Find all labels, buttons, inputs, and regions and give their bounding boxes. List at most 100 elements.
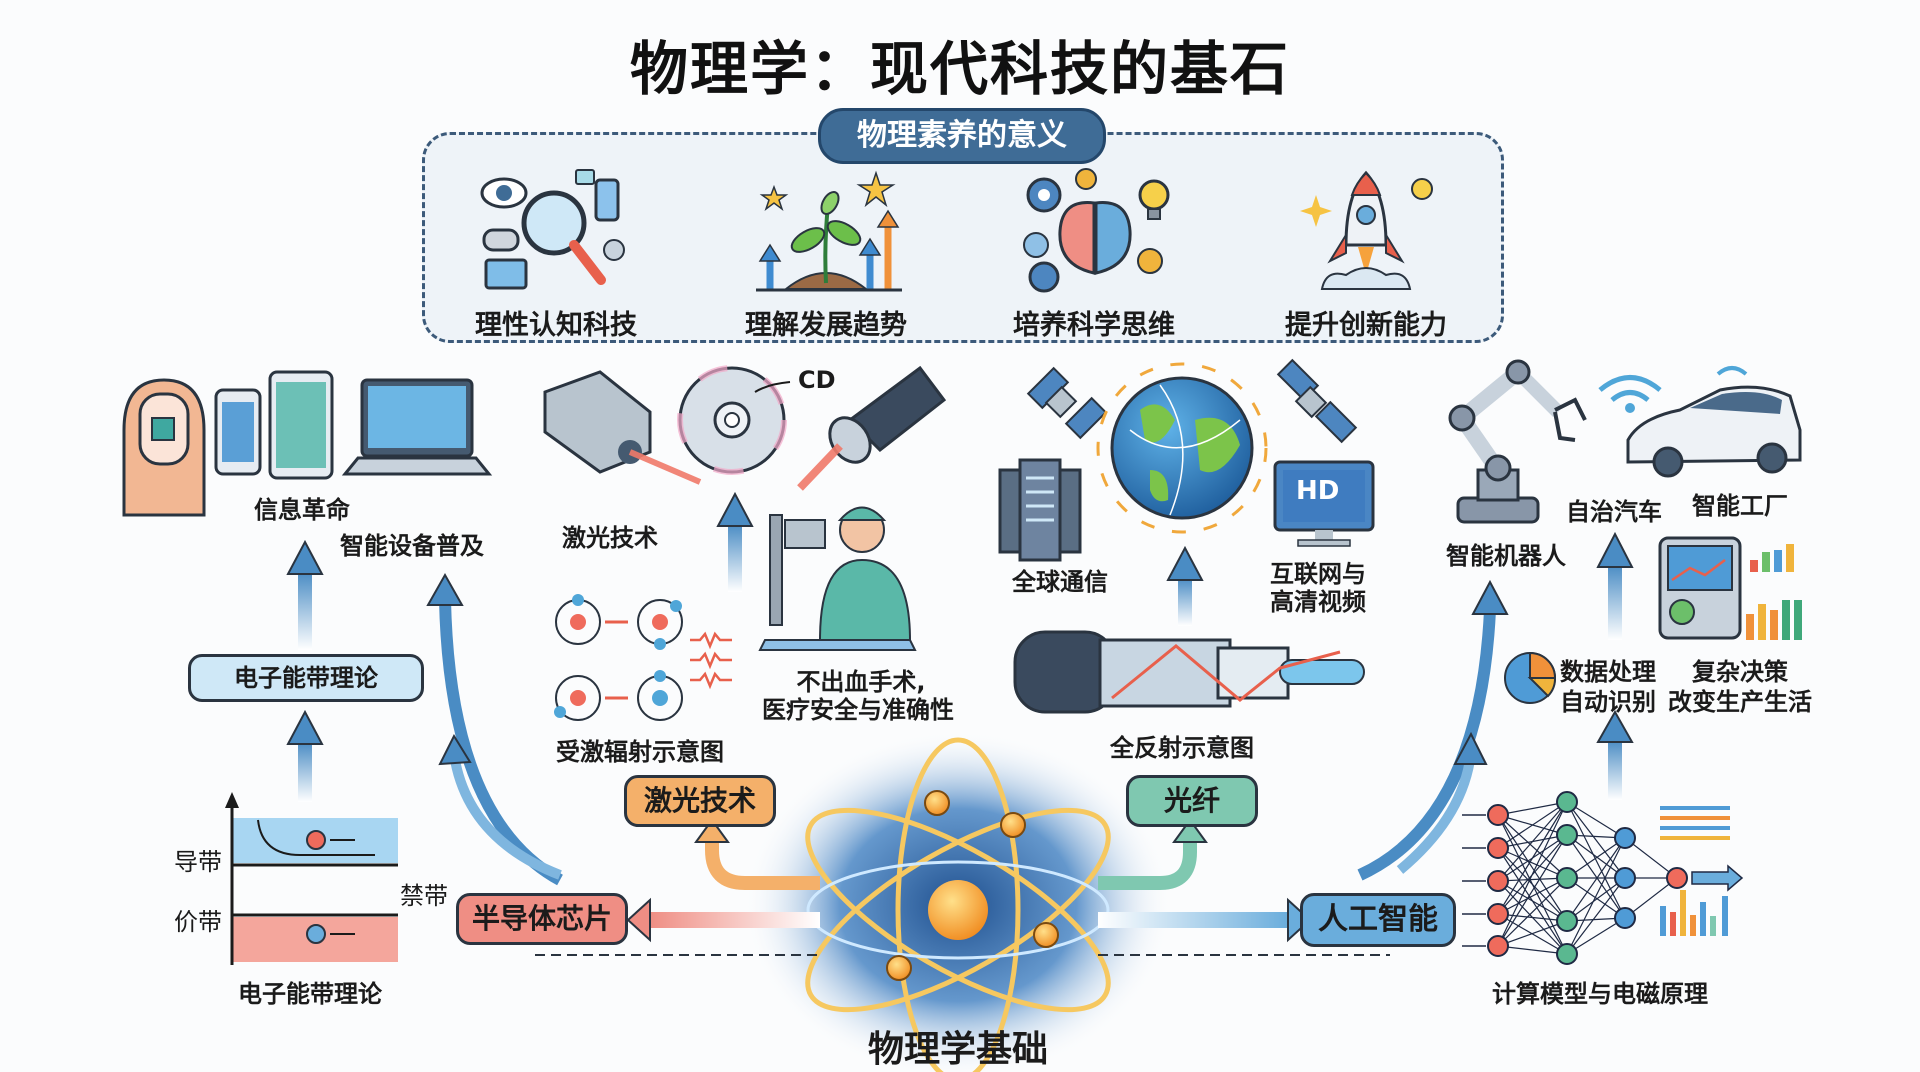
literacy-item-trends: 理解发展趋势: [716, 165, 936, 342]
arrow-fiber-up: [1166, 545, 1204, 626]
network-edge: [1566, 801, 1626, 839]
autonomous-car-label: 自治汽车: [1566, 498, 1662, 526]
arrow-data-up: [1596, 531, 1634, 640]
laser-device-icon: [543, 370, 702, 485]
laser-tech-node[interactable]: 激光技术: [624, 775, 776, 827]
stimulated-emission-diagram: [554, 594, 732, 721]
network-node: [1487, 870, 1509, 892]
fiber-node[interactable]: 光纤: [1126, 775, 1258, 827]
network-node: [1556, 867, 1578, 889]
magnifier-devices-icon: [480, 169, 625, 290]
network-edge: [1497, 801, 1568, 915]
arrow-ai-curve: [1357, 579, 1509, 881]
band-diagram-caption: 电子能带理论: [238, 980, 382, 1008]
wifi-icon: [1598, 366, 1748, 413]
network-edge: [1566, 837, 1626, 879]
arrow-to-semiconductor: [626, 897, 820, 943]
server-rack-icon: [998, 458, 1082, 562]
network-node: [1556, 943, 1578, 965]
network-node: [1614, 867, 1636, 889]
tablet-icon: [268, 370, 334, 480]
arrow-laser-up: [716, 491, 754, 592]
network-edge: [1497, 801, 1568, 882]
cd-label: CD: [798, 366, 836, 394]
network-node: [1556, 791, 1578, 813]
page-title: 物理学：现代科技的基石: [629, 35, 1290, 103]
internet-label-line2: 高清视频: [1270, 588, 1366, 616]
network-node: [1487, 903, 1509, 925]
network-edge: [1566, 834, 1626, 919]
network-node: [1614, 907, 1636, 929]
forbidden-band-label: 禁带: [400, 882, 448, 910]
network-node: [1614, 827, 1636, 849]
network-edge: [1497, 801, 1568, 947]
fiber-total-reflection-diagram: [1013, 630, 1365, 714]
global-comm-label: 全球通信: [1012, 568, 1108, 596]
fingertip-chip-icon: [122, 378, 206, 517]
network-edge: [1497, 814, 1568, 879]
network-edge: [1497, 945, 1568, 955]
network-edge: [1497, 913, 1568, 922]
data-processing-line2: 自动识别: [1560, 688, 1656, 716]
network-node: [1487, 935, 1509, 957]
data-processing-line1: 数据处理: [1560, 658, 1656, 686]
arrow-bandtheory-to-node: [286, 709, 324, 802]
network-edge: [1566, 834, 1626, 879]
network-edge: [1566, 877, 1626, 955]
cd-disc-icon: [677, 365, 791, 475]
network-edge: [1497, 801, 1568, 816]
network-caption: 计算模型与电磁原理: [1492, 980, 1708, 1008]
smartphone-icon: [214, 388, 262, 476]
network-node: [1487, 804, 1509, 826]
stimulated-emission-caption: 受激辐射示意图: [556, 738, 724, 766]
literacy-header: 物理素养的意义: [818, 108, 1106, 164]
semiconductor-chip-node[interactable]: 半导体芯片: [456, 893, 628, 945]
network-node: [1556, 824, 1578, 846]
band-diagram: [225, 792, 398, 965]
network-edge: [1497, 880, 1568, 922]
network-edge: [1497, 847, 1568, 879]
network-edge: [1497, 877, 1568, 882]
laser-tech-title: 激光技术: [562, 524, 658, 552]
ai-node[interactable]: 人工智能: [1300, 893, 1456, 947]
sprout-arrows-icon: [756, 170, 902, 292]
arrow-network-up: [1596, 709, 1634, 800]
rocket-icon: [1300, 170, 1433, 290]
surgery-label-line2: 医疗安全与准确性: [762, 696, 954, 724]
brain-gears-icon: [1023, 168, 1170, 293]
internet-label-line1: 互联网与: [1270, 560, 1366, 588]
network-edge: [1566, 877, 1626, 919]
satellite-right-icon: [1276, 358, 1358, 444]
network-node: [1666, 867, 1688, 889]
literacy-label: 培养科学思维: [1013, 310, 1175, 341]
literacy-label: 理解发展趋势: [745, 310, 907, 341]
valence-band-label: 价带: [174, 908, 222, 936]
satellite-left-icon: [1026, 366, 1108, 440]
arrow-semiconductor-curve-2: [438, 733, 562, 880]
total-reflection-caption: 全反射示意图: [1110, 734, 1254, 762]
fiber-cable-icon: [797, 365, 947, 491]
band-theory-node[interactable]: 电子能带理论: [188, 654, 424, 702]
literacy-label: 理性认知科技: [475, 310, 637, 341]
conduction-band-label: 导带: [174, 848, 222, 876]
literacy-item-scientific-thinking: 培养科学思维: [984, 165, 1204, 342]
surgery-label-line1: 不出血手术,: [796, 668, 926, 696]
dashboard-charts-icon: [1658, 536, 1802, 640]
info-revolution-label: 信息革命: [254, 496, 350, 524]
network-edge: [1497, 801, 1568, 849]
hd-label: HD: [1296, 476, 1340, 506]
arrow-to-ai: [1098, 897, 1312, 943]
decision-line1: 复杂决策: [1692, 658, 1788, 686]
hd-monitor-icon: [1273, 460, 1375, 547]
network-edge: [1566, 801, 1626, 879]
network-edge: [1497, 814, 1568, 922]
autonomous-car-icon: [1626, 385, 1802, 478]
robot-label: 智能机器人: [1446, 542, 1566, 570]
network-edge: [1497, 834, 1568, 947]
network-edge: [1497, 877, 1568, 947]
network-output-arrow: [1691, 864, 1744, 892]
data-bars-icon: [1660, 806, 1730, 936]
literacy-panel: [422, 132, 1504, 343]
globe-icon: [1096, 362, 1268, 534]
